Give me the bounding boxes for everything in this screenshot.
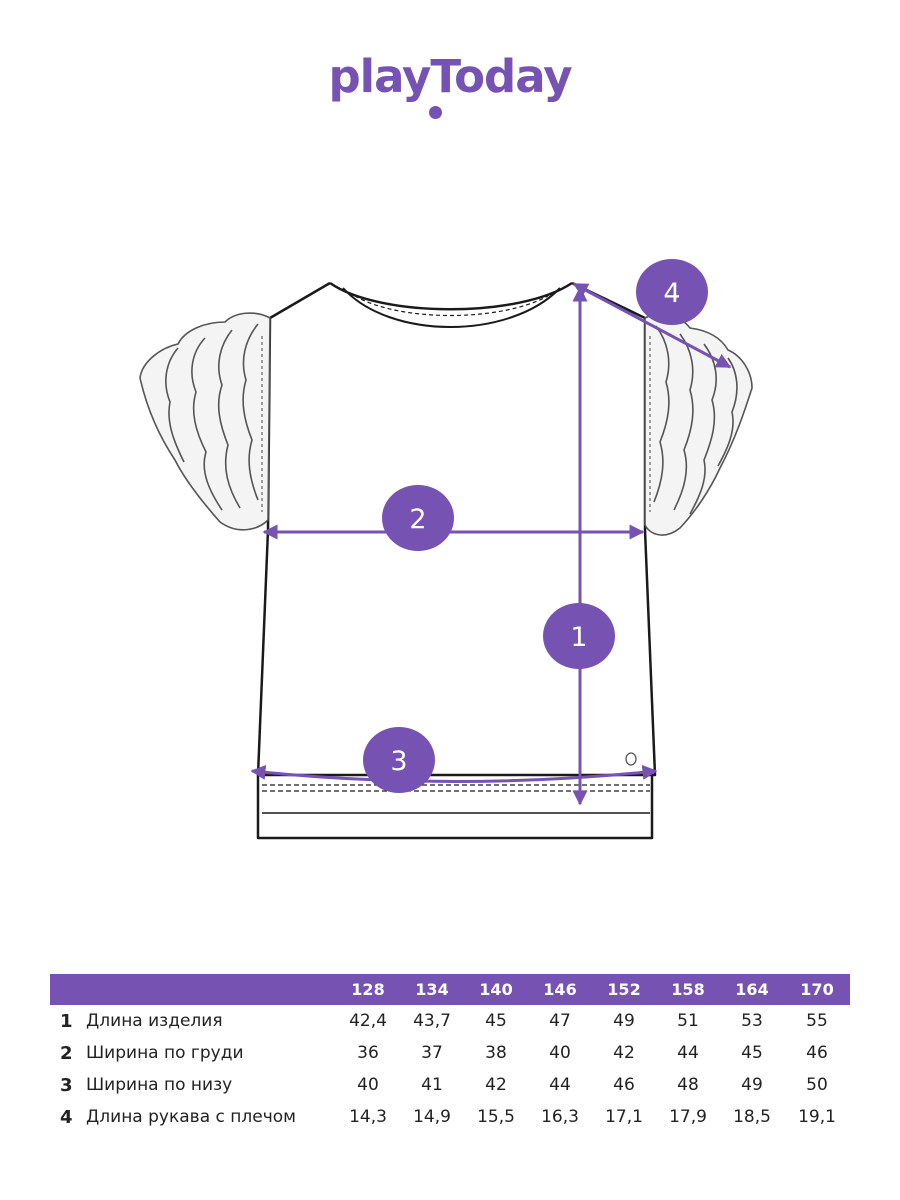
measurement-name: Ширина по низу [86, 1075, 233, 1095]
right-ruffle-sleeve [644, 313, 753, 536]
measurement-value: 38 [485, 1043, 507, 1063]
row-number: 1 [60, 1010, 73, 1032]
table-row: 4 Длина рукава с плечом 14,3 14,9 15,5 1… [50, 1101, 850, 1133]
measurement-value: 47 [549, 1011, 571, 1031]
measurement-value: 17,1 [605, 1107, 643, 1127]
tshirt-outline [256, 281, 657, 840]
measurement-value: 48 [677, 1075, 699, 1095]
table-row: 3 Ширина по низу 40 41 42 44 46 48 49 50 [50, 1069, 850, 1101]
marker-3-label: 3 [390, 746, 407, 777]
brand-logo: playToday [328, 50, 572, 103]
measurement-value: 19,1 [798, 1107, 836, 1127]
measurement-value: 42,4 [349, 1011, 387, 1031]
size-header: 170 [800, 980, 834, 999]
measurement-lines [250, 282, 732, 806]
measurement-value: 40 [549, 1043, 571, 1063]
marker-4: 4 [636, 259, 708, 325]
measurement-value: 49 [741, 1075, 763, 1095]
measurement-value: 42 [485, 1075, 507, 1095]
measurement-value: 37 [421, 1043, 443, 1063]
measurement-value: 45 [741, 1043, 763, 1063]
marker-2-label: 2 [409, 504, 426, 535]
brand-logo-dot [429, 106, 442, 119]
marker-1: 1 [543, 603, 615, 669]
measurement-name: Длина изделия [86, 1011, 223, 1031]
size-header: 164 [735, 980, 769, 999]
measurement-value: 41 [421, 1075, 443, 1095]
measurement-value: 14,3 [349, 1107, 387, 1127]
measurement-value: 46 [806, 1043, 828, 1063]
size-header-row: 128 134 140 146 152 158 164 170 [50, 974, 850, 1005]
size-header: 140 [479, 980, 513, 999]
table-row: 2 Ширина по груди 36 37 38 40 42 44 45 4… [50, 1037, 850, 1069]
size-header: 134 [415, 980, 449, 999]
row-number: 4 [60, 1106, 73, 1128]
measurement-value: 51 [677, 1011, 699, 1031]
row-number: 3 [60, 1074, 73, 1096]
row-number: 2 [60, 1042, 73, 1064]
measurement-value: 45 [485, 1011, 507, 1031]
measurement-value: 16,3 [541, 1107, 579, 1127]
hem-width-line [250, 764, 658, 783]
measurement-value: 50 [806, 1075, 828, 1095]
measurement-value: 17,9 [669, 1107, 707, 1127]
size-table: 128 134 140 146 152 158 164 170 1 Длина … [50, 974, 850, 1133]
measurement-value: 15,5 [477, 1107, 515, 1127]
measurement-value: 53 [741, 1011, 763, 1031]
left-ruffle-sleeve [139, 312, 271, 531]
measurement-value: 36 [357, 1043, 379, 1063]
garment-drawing: 1 2 3 4 [139, 259, 753, 840]
measurement-value: 40 [357, 1075, 379, 1095]
measurement-value: 46 [613, 1075, 635, 1095]
measurement-value: 14,9 [413, 1107, 451, 1127]
neckband [342, 287, 561, 328]
measurement-name: Ширина по груди [86, 1043, 244, 1063]
sleeve-length-line [572, 282, 732, 369]
marker-3: 3 [363, 727, 435, 793]
label-loop [625, 752, 637, 766]
measurement-value: 42 [613, 1043, 635, 1063]
measurement-value: 49 [613, 1011, 635, 1031]
size-header: 158 [671, 980, 705, 999]
measurement-value: 44 [549, 1075, 571, 1095]
measurement-name: Длина рукава с плечом [86, 1107, 296, 1127]
measurement-value: 44 [677, 1043, 699, 1063]
hem-band [262, 784, 650, 839]
table-row: 1 Длина изделия 42,4 43,7 45 47 49 51 53… [50, 1005, 850, 1037]
measurement-value: 18,5 [733, 1107, 771, 1127]
size-header: 146 [543, 980, 577, 999]
size-header: 128 [351, 980, 385, 999]
marker-4-label: 4 [663, 278, 680, 309]
marker-2: 2 [382, 485, 454, 551]
size-header: 152 [607, 980, 641, 999]
measurement-value: 43,7 [413, 1011, 451, 1031]
marker-1-label: 1 [570, 622, 587, 653]
measurement-value: 55 [806, 1011, 828, 1031]
